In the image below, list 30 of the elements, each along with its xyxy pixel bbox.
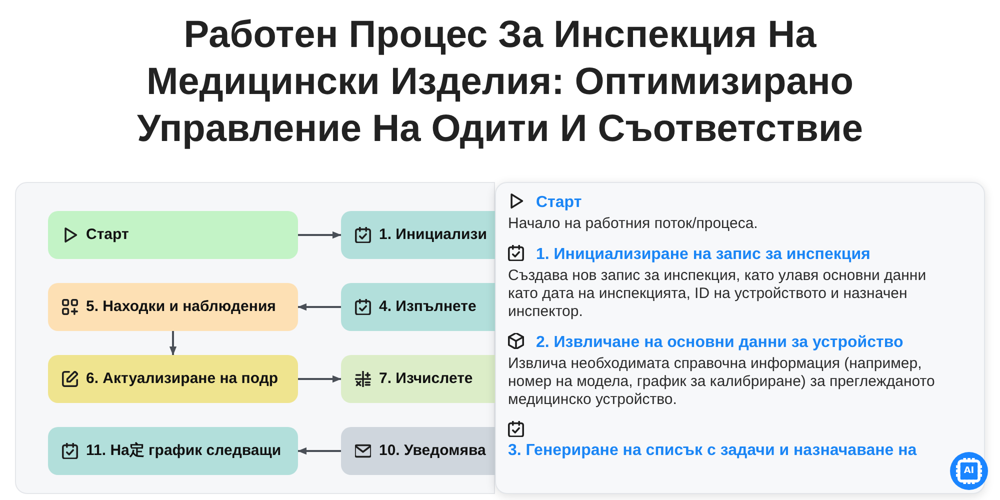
process-box (341, 283, 496, 331)
node-label: Старт (86, 226, 129, 244)
node-label: 6. Актуализиране на подр (86, 370, 278, 388)
start-box (48, 211, 298, 259)
process-box (341, 211, 496, 259)
step-heading: 2. Извличане на основни данни за устройство (536, 333, 904, 353)
diagram-title: Работен Процес За Инспекция На Медицински Изделия: Оптимизирано Управление На Одити И Съответствие (136, 13, 864, 152)
process-box (48, 283, 298, 331)
node-label: 10. Уведомява (379, 442, 486, 460)
arrow (169, 331, 177, 356)
node-label: 11. На定 график следващи (86, 442, 282, 460)
step-heading: Старт (536, 193, 582, 213)
node-label: 5. Находки и наблюдения (86, 298, 276, 316)
step-heading: 3. Генериране на списък с задачи и назначаване на (508, 441, 917, 461)
description-panel (495, 182, 985, 494)
arrow (298, 375, 342, 383)
arrow (298, 303, 341, 311)
step-description: Начало на работния поток/процеса. (508, 215, 759, 233)
arrow (298, 447, 341, 455)
step-description: Извлича необходимата справочна информация (например, номер на модела, график за калибриране) за преглежданото медицинско устройство. (508, 355, 936, 409)
process-box (341, 427, 496, 475)
node-label: 7. Изчислете (379, 370, 473, 388)
node-label: 4. Изпълнете (379, 298, 476, 316)
step-description: Създава нов запис за инспекция, като улавя основни данни като дата на инспекцията, ID на устройството и назначен инспектор. (508, 267, 928, 321)
process-box (341, 355, 496, 403)
process-box (48, 427, 298, 475)
process-box (48, 355, 298, 403)
arrow (298, 231, 342, 239)
node-label: 1. Инициализи (379, 226, 487, 244)
step-heading: 1. Инициализиране на запис за инспекция (536, 245, 870, 265)
